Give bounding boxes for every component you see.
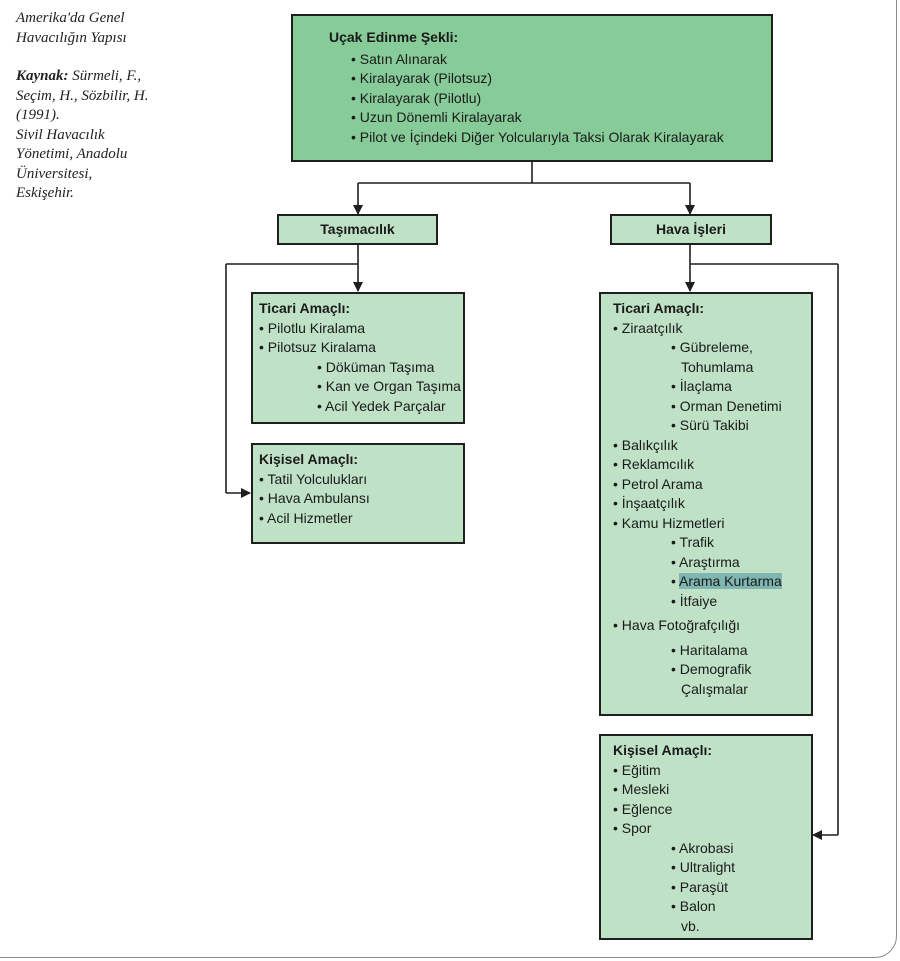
source-text: Seçim, H., Sözbilir, H. (16, 87, 149, 104)
list-item: • Eğlence (613, 800, 673, 817)
list-item: • İnşaatçılık (613, 495, 685, 511)
box-title: Kişisel Amaçlı: (613, 742, 713, 758)
list-subitem-highlighted: • Arama Kurtarma (613, 572, 811, 592)
list-subitem: • Sürü Takibi (671, 417, 749, 433)
list-item: • Satın Alınarak (351, 50, 447, 67)
box-title: Ticari Amaçlı: (613, 300, 705, 316)
aerial-personal-box: Kişisel Amaçlı: • Eğitim • Mesleki • Eğl… (599, 734, 813, 940)
list-item: • Kiralayarak (Pilotlu) (351, 89, 482, 106)
list-subitem: • Paraşüt (671, 878, 729, 895)
caption-source: Kaynak: Sürmeli, F., (16, 67, 186, 87)
list-subitem: • Orman Denetimi (671, 397, 782, 414)
list-item: • Petrol Arama (613, 475, 703, 492)
list-item: • Mesleki (613, 781, 670, 797)
list-item: • Eğitim (613, 761, 661, 778)
transport-commercial-box: Ticari Amaçlı: • Pilotlu Kiralama • Pilo… (251, 292, 465, 424)
branch-transport: Taşımacılık (277, 214, 438, 245)
list-item: • Hava Ambulansı (259, 490, 370, 506)
source-label: Kaynak: (16, 68, 69, 84)
source-text: Yönetimi, Anadolu (16, 146, 128, 162)
list-subitem: • Balon (671, 898, 716, 914)
list-item: • Pilotsuz Kiralama (259, 339, 376, 355)
list-item: • Pilot ve İçindeki Diğer Yolcularıyla T… (351, 128, 724, 145)
acquisition-title: Uçak Edinme Şekli: (329, 29, 459, 45)
list-subitem: • Akrobasi (671, 839, 734, 856)
box-title: Ticari Amaçlı: (259, 300, 351, 316)
caption-title-line: Havacılığın Yapısı (16, 29, 127, 46)
list-subitem: • İtfaiye (671, 592, 718, 609)
branch-aerial-work: Hava İşleri (610, 214, 772, 245)
list-item: • Acil Hizmetler (259, 509, 353, 526)
caption-title-line: Amerika'da Genel (16, 10, 125, 26)
aerial-commercial-box: Ticari Amaçlı: • Ziraatçılık • Gübreleme… (599, 292, 813, 716)
list-item: • Ziraatçılık (613, 319, 683, 336)
list-subitem-continuation: vb. (681, 917, 700, 934)
acquisition-box: Uçak Edinme Şekli: • Satın Alınarak • Ki… (291, 14, 773, 162)
source-text: Üniversitesi, (16, 165, 93, 182)
list-subitem: • Demografik (671, 661, 752, 677)
list-subitem: • Döküman Taşıma (317, 358, 435, 375)
list-item: • Uzun Dönemli Kiralayarak (351, 109, 522, 125)
list-item: • Tatil Yolculukları (259, 470, 368, 487)
list-item: • Balıkçılık (613, 436, 678, 453)
list-item: • Kiralayarak (Pilotsuz) (351, 70, 493, 86)
source-text: (1991). (16, 107, 60, 123)
list-subitem: • Haritalama (671, 641, 748, 658)
highlighted-text: Arama Kurtarma (679, 573, 782, 589)
list-item: • Spor (613, 820, 652, 836)
list-subitem: • Acil Yedek Parçalar (317, 397, 446, 414)
list-subitem: • Kan ve Organ Taşıma (317, 378, 461, 394)
source-text: Sivil Havacılık (16, 126, 105, 143)
list-subitem-continuation: Çalışmalar (681, 680, 748, 697)
transport-personal-box: Kişisel Amaçlı: • Tatil Yolculukları • H… (251, 443, 465, 544)
list-subitem-continuation: Tohumlama (681, 358, 754, 375)
list-item: • Kamu Hizmetleri (613, 514, 725, 531)
figure-caption: Amerika'da Genel Havacılığın Yapısı Kayn… (16, 9, 186, 204)
list-item: • Hava Fotoğrafçılığı (613, 617, 741, 633)
box-title: Kişisel Amaçlı: (259, 451, 359, 467)
list-item: • Pilotlu Kiralama (259, 319, 366, 336)
list-subitem: • İlaçlama (671, 378, 732, 394)
list-subitem: • Trafik (671, 534, 715, 550)
source-text: Sürmeli, F., (68, 68, 142, 84)
list-subitem: • Gübreleme, (671, 339, 753, 355)
list-item: • Reklamcılık (613, 456, 695, 472)
source-text: Eskişehir. (16, 185, 74, 201)
bullet: • (671, 573, 680, 589)
list-subitem: • Ultralight (671, 859, 736, 875)
list-subitem: • Araştırma (671, 553, 740, 570)
